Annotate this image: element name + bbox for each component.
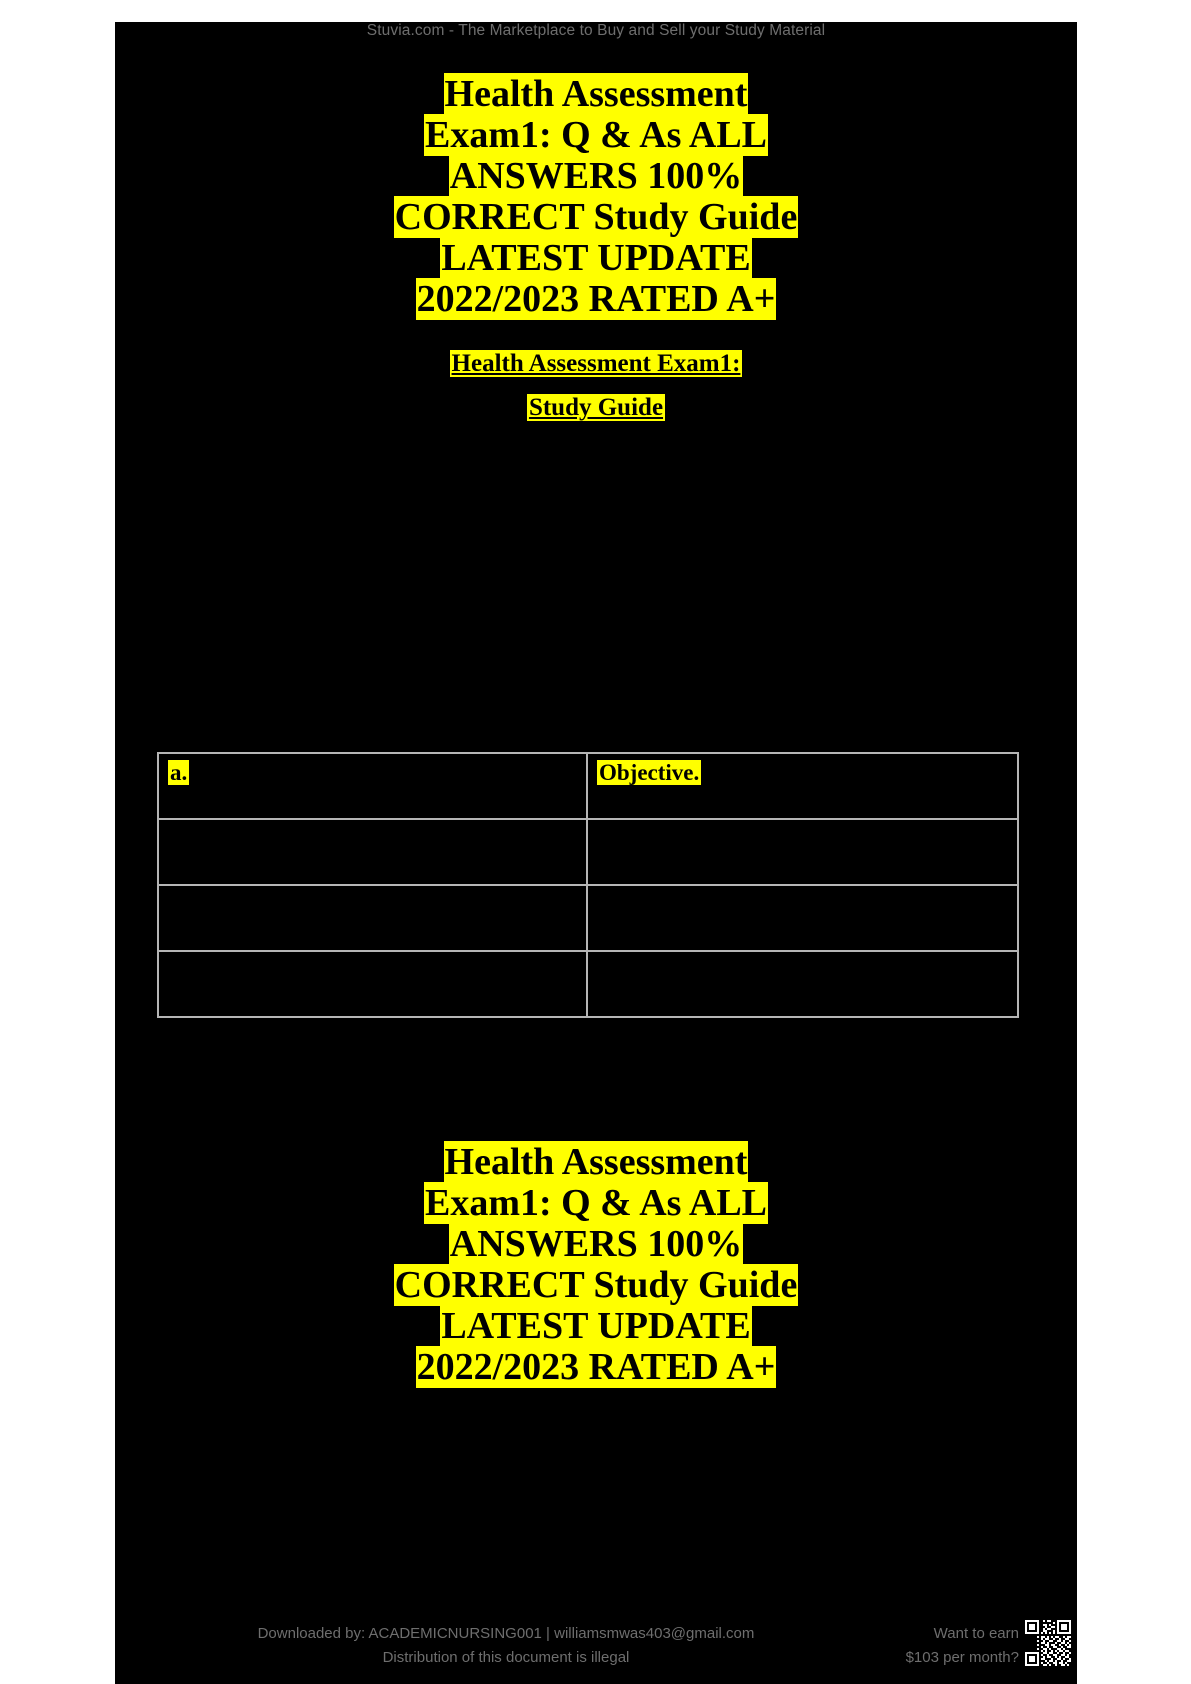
title-line: Exam1: Q & As ALL — [115, 114, 1077, 157]
title-line: CORRECT Study Guide — [115, 1264, 1077, 1307]
title-line: Health Assessment — [115, 73, 1077, 115]
page-subtitle: Health Assessment Exam1: Study Guide — [115, 350, 1077, 422]
title-line-text: Health Assessment — [443, 1141, 749, 1183]
table-row — [157, 950, 1019, 1018]
title-line: 2022/2023 RATED A+ — [115, 278, 1077, 321]
table-cell: a. — [157, 752, 588, 820]
table-cell — [157, 884, 588, 952]
subtitle-line: Study Guide — [115, 394, 1077, 422]
subtitle-line: Health Assessment Exam1: — [115, 350, 1077, 378]
title-line-text: Exam1: Q & As ALL — [423, 114, 769, 157]
table-row — [157, 818, 1019, 886]
title-line-text: ANSWERS 100% — [448, 1223, 744, 1266]
subtitle-line-text: Health Assessment Exam1: — [449, 350, 743, 377]
title-line-text: 2022/2023 RATED A+ — [415, 278, 777, 321]
table-cell — [586, 950, 1019, 1018]
table-cell — [157, 950, 588, 1018]
qr-code-icon[interactable] — [1023, 1618, 1073, 1668]
subtitle-line-text: Study Guide — [526, 394, 666, 421]
title-line-text: Exam1: Q & As ALL — [423, 1182, 769, 1225]
title-line: Health Assessment — [115, 1141, 1077, 1183]
table-cell-text: a. — [168, 760, 190, 785]
title-line: CORRECT Study Guide — [115, 196, 1077, 239]
title-line-text: LATEST UPDATE — [440, 237, 752, 280]
title-line: ANSWERS 100% — [115, 1223, 1077, 1266]
table-row — [157, 884, 1019, 952]
table-cell — [586, 884, 1019, 952]
title-line-text: CORRECT Study Guide — [393, 196, 799, 239]
footer-downloaded-by: Downloaded by: ACADEMICNURSING001 | will… — [257, 1625, 755, 1642]
title-line: LATEST UPDATE — [115, 237, 1077, 280]
title-line-text: LATEST UPDATE — [440, 1305, 752, 1348]
title-line-text: CORRECT Study Guide — [393, 1264, 799, 1307]
title-line: ANSWERS 100% — [115, 155, 1077, 198]
table-cell-text: Objective. — [597, 760, 702, 785]
table-row: a. Objective. — [157, 752, 1019, 820]
footer-earn-line2: $103 per month? — [905, 1649, 1019, 1666]
stuvia-watermark-header: Stuvia.com - The Marketplace to Buy and … — [366, 22, 826, 39]
title-line-text: Health Assessment — [443, 73, 749, 115]
table-cell — [586, 818, 1019, 886]
document-page: Stuvia.com - The Marketplace to Buy and … — [115, 22, 1077, 1684]
footer-earn-line1: Want to earn — [933, 1625, 1019, 1642]
title-line-text: 2022/2023 RATED A+ — [415, 1346, 777, 1389]
table-cell: Objective. — [586, 752, 1019, 820]
title-line: 2022/2023 RATED A+ — [115, 1346, 1077, 1389]
page-title-bottom: Health Assessment Exam1: Q & As ALL ANSW… — [115, 1141, 1077, 1389]
title-line: LATEST UPDATE — [115, 1305, 1077, 1348]
title-line: Exam1: Q & As ALL — [115, 1182, 1077, 1225]
footer-distribution-notice: Distribution of this document is illegal — [382, 1649, 630, 1666]
title-line-text: ANSWERS 100% — [448, 155, 744, 198]
page-title-top: Health Assessment Exam1: Q & As ALL ANSW… — [115, 73, 1077, 321]
table-cell — [157, 818, 588, 886]
content-table: a. Objective. — [157, 752, 1019, 1018]
